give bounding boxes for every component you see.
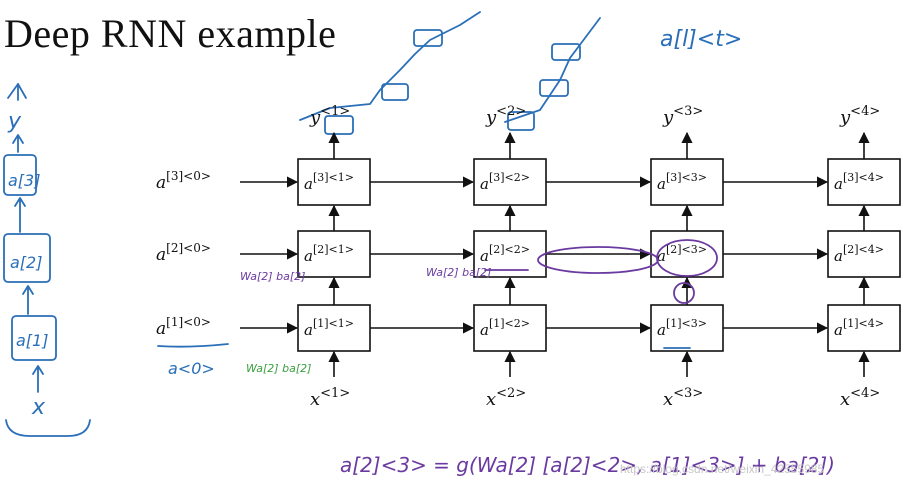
formula: a[2]<3> = g(Wa[2] [a[2]<2>, a[1]<3>] + b…	[340, 453, 835, 477]
watermark: https://blog.csdn.net/weixin_42555985	[620, 462, 825, 476]
output-label-1: y<1>	[309, 104, 350, 128]
left-stack-x: x	[31, 395, 46, 420]
cell-box-1-3	[650, 304, 724, 352]
top-sketches: a[l]<t>	[299, 11, 742, 135]
cell-label-1-2: a[1]<2>	[480, 317, 530, 339]
left-stack-y: y	[7, 109, 22, 134]
notation-a-l-t: a[l]<t>	[660, 27, 742, 52]
init-label-3: a[3]<0>	[156, 169, 211, 193]
cell-box-2-4	[827, 230, 901, 278]
init-note: a<0>	[168, 359, 215, 378]
cell-label-3-2: a[3]<2>	[480, 171, 530, 193]
left-stack-a3: a[3]	[8, 171, 40, 190]
cell-label-3-4: a[3]<4>	[834, 171, 884, 193]
cell-label-2-4: a[2]<4>	[834, 243, 884, 265]
output-label-3: y<3>	[662, 104, 703, 128]
left-stack-a2: a[2]	[10, 253, 42, 272]
cell-label-3-3: a[3]<3>	[657, 171, 707, 193]
page-title: Deep RNN example	[4, 11, 337, 56]
input-label-4: x<4>	[840, 386, 880, 410]
cell-label-3-1: a[3]<1>	[304, 171, 354, 193]
cell-label-1-1: a[1]<1>	[304, 317, 354, 339]
cell-label-1-4: a[1]<4>	[834, 317, 884, 339]
input-label-1: x<1>	[310, 386, 350, 410]
cell-box-1-2	[473, 304, 547, 352]
rnn-grid: a[3]<1> a[3]<2> a[3]<3> a[3]<4> a[2]<1> a[2]<…	[156, 104, 901, 410]
init-label-2: a[2]<0>	[156, 241, 211, 265]
weights-note-1: Wa[2] ba[2]	[240, 270, 305, 283]
weights-note-green: Wa[2] ba[2]	[246, 362, 311, 375]
output-label-4: y<4>	[839, 104, 880, 128]
cell-label-2-2: a[2]<2>	[480, 243, 530, 265]
weights-note-2: Wa[2] ba[2]	[426, 266, 491, 279]
left-stack-a1: a[1]	[16, 331, 48, 350]
init-label-1: a[1]<0>	[156, 315, 211, 339]
output-label-2: y<2>	[485, 104, 526, 128]
cell-label-2-1: a[2]<1>	[304, 243, 354, 265]
cell-box-3-2	[473, 158, 547, 206]
cell-label-1-3: a[1]<3>	[657, 317, 707, 339]
cell-annotations: a<0> Wa[2] ba[2] Wa[2] ba[2] Wa[2] ba[2]	[157, 239, 718, 378]
cell-label-2-3: a[2]<3>	[657, 243, 707, 265]
left-stack-sketch: y a[3] a[2] a[1] x	[3, 83, 91, 437]
input-label-2: x<2>	[486, 386, 526, 410]
input-label-3: x<3>	[663, 386, 703, 410]
